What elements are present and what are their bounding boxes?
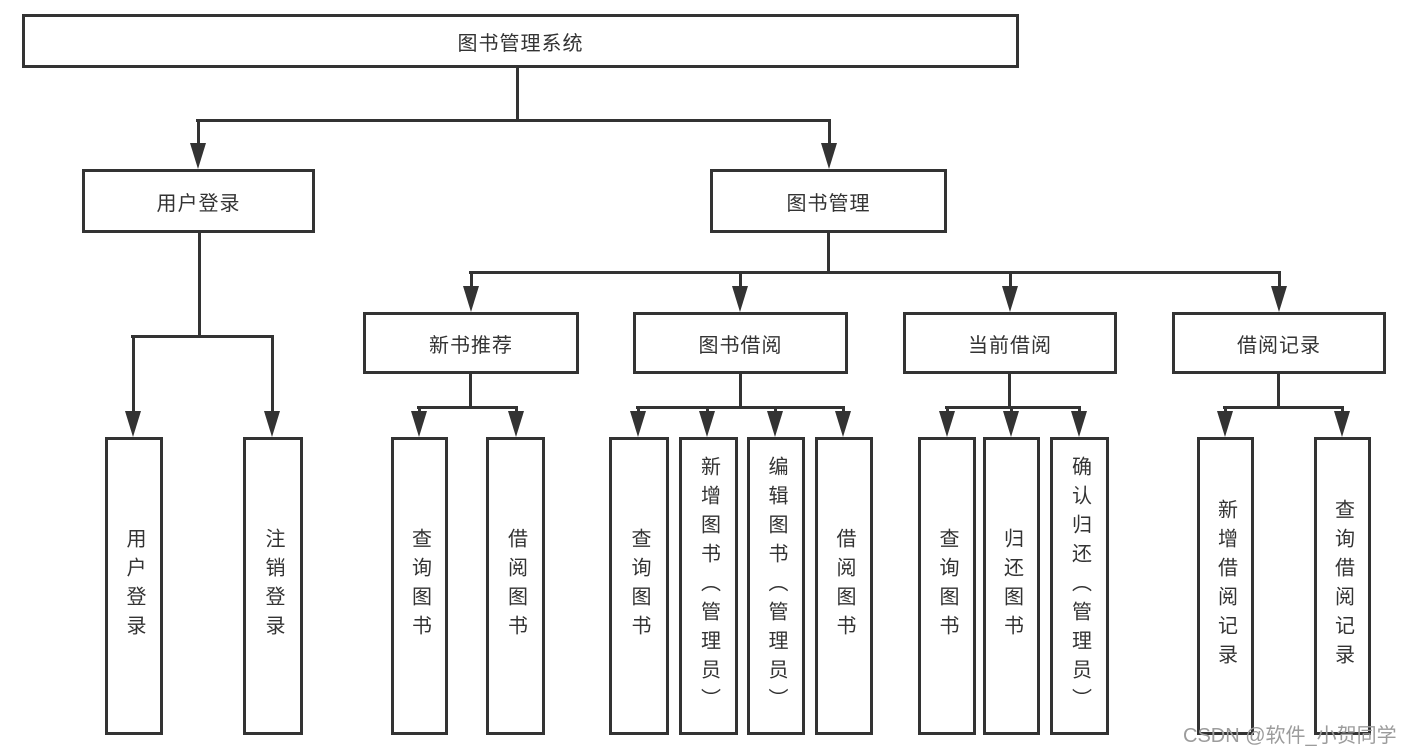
connector-vline <box>706 406 709 412</box>
leaf-confirm-return-admin: 确认归还（管理员） <box>1050 437 1109 735</box>
arrow-down-icon <box>1071 411 1087 437</box>
arrow-down-icon <box>264 411 280 437</box>
node-user-login: 用户登录 <box>82 169 315 233</box>
leaf-query-books-borrowing: 查询图书 <box>609 437 669 735</box>
leaf-query-books-recommend: 查询图书 <box>391 437 448 735</box>
connector-vline <box>271 335 274 411</box>
connector-vline <box>198 233 201 335</box>
arrow-down-icon <box>835 411 851 437</box>
connector-vline <box>739 271 742 286</box>
leaf-edit-books-admin-label: 编辑图书（管理员） <box>765 455 787 717</box>
node-root: 图书管理系统 <box>22 14 1019 68</box>
connector-hline <box>417 406 518 409</box>
connector-hline <box>636 406 845 409</box>
connector-hline <box>469 271 1281 274</box>
leaf-borrow-books-borrowing: 借阅图书 <box>815 437 873 735</box>
leaf-user-login: 用户登录 <box>105 437 163 735</box>
node-current-borrowing: 当前借阅 <box>903 312 1117 374</box>
connector-vline <box>469 374 472 406</box>
leaf-query-books-current-label: 查询图书 <box>936 528 958 644</box>
connector-vline <box>516 68 519 119</box>
arrow-down-icon <box>732 286 748 312</box>
leaf-borrow-books-recommend-label: 借阅图书 <box>504 528 527 644</box>
leaf-query-books-borrowing-label: 查询图书 <box>628 528 650 644</box>
arrow-down-icon <box>1003 411 1019 437</box>
connector-hline <box>196 119 831 122</box>
connector-vline <box>515 406 518 412</box>
arrow-down-icon <box>190 143 206 169</box>
connector-vline <box>946 406 949 412</box>
node-book-borrowing-label: 图书借阅 <box>698 334 783 357</box>
arrow-down-icon <box>508 411 524 437</box>
connector-vline <box>1010 406 1013 412</box>
node-borrowing-records-label: 借阅记录 <box>1237 334 1321 357</box>
leaf-user-login-label: 用户登录 <box>123 528 145 644</box>
connector-vline <box>827 233 830 271</box>
node-current-borrowing-label: 当前借阅 <box>968 334 1052 357</box>
node-user-login-label: 用户登录 <box>156 192 241 215</box>
arrow-down-icon <box>699 411 715 437</box>
node-root-label: 图书管理系统 <box>457 32 584 55</box>
connector-hline <box>131 335 274 338</box>
leaf-edit-books-admin: 编辑图书（管理员） <box>747 437 805 735</box>
connector-vline <box>132 335 135 411</box>
connector-vline <box>637 406 640 412</box>
arrow-down-icon <box>939 411 955 437</box>
connector-vline <box>197 119 200 143</box>
leaf-borrow-books-recommend: 借阅图书 <box>486 437 545 735</box>
connector-hline <box>945 406 1081 409</box>
arrow-down-icon <box>821 143 837 169</box>
arrow-down-icon <box>1217 411 1233 437</box>
connector-vline <box>842 406 845 412</box>
leaf-add-books-admin-label: 新增图书（管理员） <box>697 455 720 717</box>
arrow-down-icon <box>1334 411 1350 437</box>
connector-vline <box>1341 406 1344 412</box>
node-book-management-label: 图书管理 <box>786 192 871 215</box>
arrow-down-icon <box>125 411 141 437</box>
arrow-down-icon <box>630 411 646 437</box>
connector-vline <box>418 406 421 412</box>
connector-vline <box>828 119 831 143</box>
connector-vline <box>1278 271 1281 286</box>
connector-vline <box>1009 271 1012 286</box>
connector-vline <box>1008 374 1011 406</box>
watermark: CSDN @软件_小贺同学 <box>1183 725 1397 747</box>
leaf-confirm-return-admin-label: 确认归还（管理员） <box>1068 455 1091 717</box>
leaf-add-borrow-record: 新增借阅记录 <box>1197 437 1254 735</box>
leaf-add-borrow-record-label: 新增借阅记录 <box>1214 499 1237 673</box>
leaf-return-books-label: 归还图书 <box>1000 528 1023 644</box>
leaf-logout: 注销登录 <box>243 437 303 735</box>
connector-hline <box>1223 406 1344 409</box>
node-borrowing-records: 借阅记录 <box>1172 312 1386 374</box>
arrow-down-icon <box>1271 286 1287 312</box>
connector-vline <box>1078 406 1081 412</box>
leaf-query-borrow-record-label: 查询借阅记录 <box>1331 499 1354 673</box>
node-new-book-recommendation: 新书推荐 <box>363 312 579 374</box>
node-new-book-recommendation-label: 新书推荐 <box>429 334 513 357</box>
leaf-logout-label: 注销登录 <box>262 528 284 644</box>
leaf-add-books-admin: 新增图书（管理员） <box>679 437 738 735</box>
connector-vline <box>1224 406 1227 412</box>
connector-vline <box>774 406 777 412</box>
connector-vline <box>739 374 742 406</box>
arrow-down-icon <box>1002 286 1018 312</box>
arrow-down-icon <box>767 411 783 437</box>
leaf-query-borrow-record: 查询借阅记录 <box>1314 437 1371 735</box>
leaf-query-books-current: 查询图书 <box>918 437 976 735</box>
connector-vline <box>470 271 473 286</box>
leaf-borrow-books-borrowing-label: 借阅图书 <box>833 528 855 644</box>
node-book-management: 图书管理 <box>710 169 947 233</box>
arrow-down-icon <box>411 411 427 437</box>
leaf-query-books-recommend-label: 查询图书 <box>408 528 431 644</box>
node-book-borrowing: 图书借阅 <box>633 312 848 374</box>
arrow-down-icon <box>463 286 479 312</box>
leaf-return-books: 归还图书 <box>983 437 1040 735</box>
connector-vline <box>1277 374 1280 406</box>
